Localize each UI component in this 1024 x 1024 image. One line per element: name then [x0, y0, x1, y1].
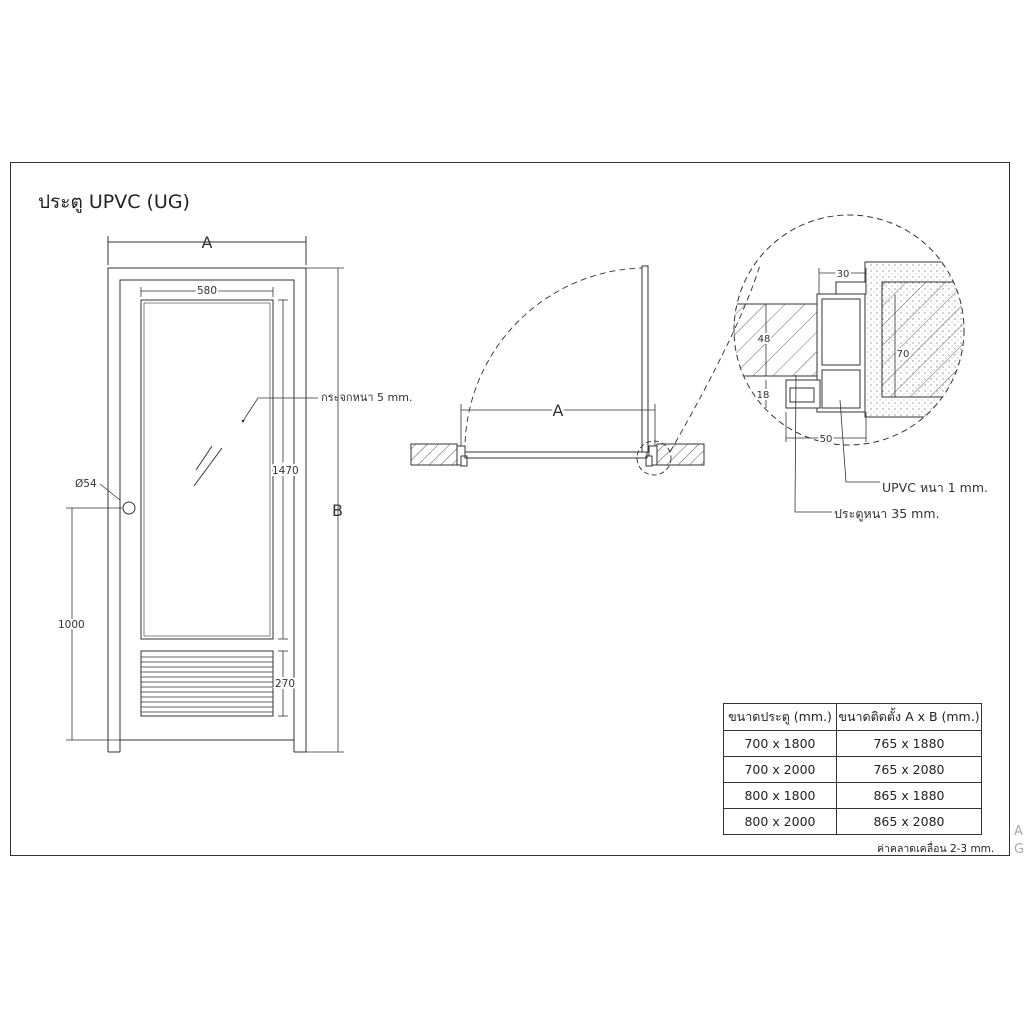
dim-right-70: 70 — [897, 349, 910, 360]
detail-boundary — [733, 214, 965, 446]
table-row: 800 x 2000 865 x 2080 — [723, 808, 982, 835]
front-view-labels: A 580 1470 270 B 1000 Ø54 กระจกหนา 5 mm. — [56, 233, 412, 692]
page-title: ประตู UPVC (UG) — [38, 191, 190, 213]
upvc-thickness-note: UPVC หนา 1 mm. — [882, 480, 988, 495]
drawing-frame — [10, 162, 1010, 856]
swing-arc — [464, 267, 643, 453]
size-table: ขนาดประตู (mm.) ขนาดติดตั้ง A x B (mm.) … — [723, 703, 982, 835]
louver-slats — [141, 656, 273, 713]
install-size-cell: 765 x 2080 — [836, 756, 982, 783]
handle-height-label: 1000 — [58, 619, 85, 631]
dim-left-48: 48 — [758, 334, 771, 345]
wall-right — [656, 443, 705, 466]
plan-view-labels: A — [550, 399, 566, 423]
opening-label-a: A — [553, 401, 564, 420]
detail-callout — [636, 440, 672, 476]
plan-view — [410, 264, 761, 476]
edge-mark-letter: A — [1014, 824, 1023, 839]
dim-bottom-50: 50 — [820, 434, 833, 445]
glass-width-label: 580 — [197, 285, 217, 297]
front-view — [66, 236, 344, 753]
header-install-size: ขนาดติดตั้ง A x B (mm.) — [836, 703, 982, 731]
door-leaf — [119, 279, 295, 741]
louver-panel — [140, 650, 274, 717]
edge-watermark: A G — [1014, 823, 1024, 859]
install-size-cell: 765 x 1880 — [836, 730, 982, 757]
door-frame — [107, 267, 307, 752]
wall-section — [881, 281, 964, 398]
install-size-cell: 865 x 1880 — [836, 782, 982, 809]
header-door-size: ขนาดประตู (mm.) — [723, 703, 837, 731]
table-header-row: ขนาดประตู (mm.) ขนาดติดตั้ง A x B (mm.) — [723, 703, 982, 731]
dim-top-30: 30 — [837, 269, 850, 280]
dim-left-18: 18 — [757, 390, 770, 401]
width-label-a: A — [202, 233, 213, 252]
door-size-cell: 700 x 1800 — [723, 730, 837, 757]
door-handle — [122, 501, 136, 515]
wall-left — [410, 443, 458, 466]
door-frame-inner — [119, 279, 295, 752]
door-leaf-open — [641, 265, 649, 453]
section-detail: 30 48 18 70 50 UPVC หนา 1 mm. ประตูหนา 3… — [733, 214, 988, 522]
height-label-b: B — [332, 501, 343, 520]
table-row: 700 x 1800 765 x 1880 — [723, 730, 982, 757]
install-size-cell: 865 x 2080 — [836, 808, 982, 835]
door-thickness-note: ประตูหนา 35 mm. — [834, 506, 939, 522]
door-size-cell: 800 x 1800 — [723, 782, 837, 809]
door-size-cell: 700 x 2000 — [723, 756, 837, 783]
glass-reflection — [195, 445, 213, 471]
handle-diameter-label: Ø54 — [75, 478, 97, 490]
glass-thickness-note: กระจกหนา 5 mm. — [321, 391, 412, 404]
door-leaf-closed — [464, 451, 648, 459]
glass-panel — [140, 299, 274, 640]
table-row: 700 x 2000 765 x 2080 — [723, 756, 982, 783]
tolerance-note: ค่าคลาดเคลื่อน 2-3 mm. — [877, 843, 995, 855]
glass-height-label: 1470 — [272, 465, 299, 477]
door-size-cell: 800 x 2000 — [723, 808, 837, 835]
table-row: 800 x 1800 865 x 1880 — [723, 782, 982, 809]
edge-mark-letter: G — [1014, 842, 1024, 857]
door-leaf-section — [734, 303, 825, 377]
louver-height-label: 270 — [275, 678, 295, 690]
